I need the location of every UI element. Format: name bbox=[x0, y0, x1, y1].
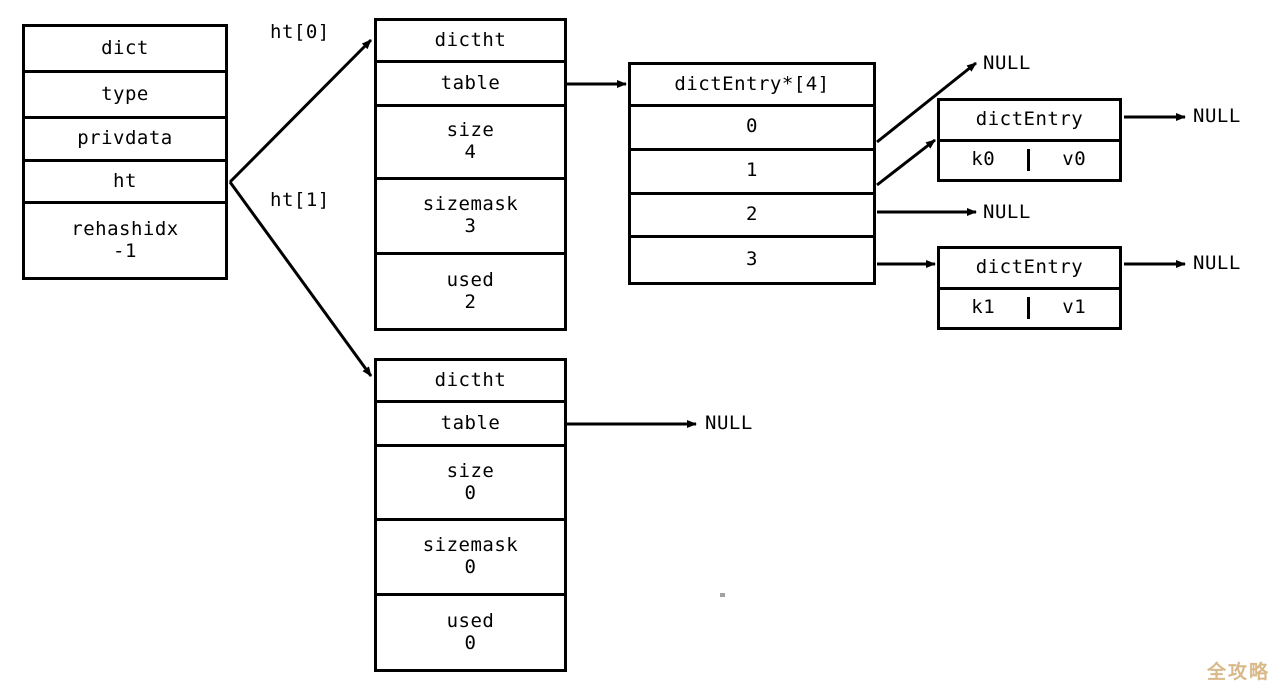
dictht0-size-label: size bbox=[446, 119, 495, 142]
dictht0-used-value: 2 bbox=[464, 290, 477, 313]
bucket-array-header: dictEntry*[4] bbox=[631, 65, 873, 107]
dictht1-table-label: table bbox=[440, 411, 501, 434]
null-label-entry0-next: NULL bbox=[1193, 105, 1241, 127]
dictht0-field-table: table bbox=[377, 63, 564, 107]
dictht1-sizemask-value: 0 bbox=[464, 556, 477, 578]
dictht1-used-value: 0 bbox=[464, 631, 477, 654]
dictentry-0-header-label: dictEntry bbox=[975, 107, 1084, 130]
dictht0-field-name: dictht bbox=[377, 21, 564, 63]
dictentry-1-value-cell: v1 bbox=[1030, 297, 1120, 319]
dictht1-box: dictht table size 0 sizemask 0 used 0 bbox=[374, 358, 567, 672]
dictht0-field-used: used 2 bbox=[377, 255, 564, 328]
bucket-index-1: 1 bbox=[746, 159, 758, 182]
type-label: type bbox=[101, 82, 149, 105]
dictht0-size-value: 4 bbox=[464, 141, 477, 163]
dict-label: dict bbox=[101, 36, 149, 59]
ht1-pointer-label: ht[1] bbox=[270, 189, 330, 211]
bucket-index-0: 0 bbox=[746, 115, 758, 138]
dictht0-table-label: table bbox=[440, 71, 501, 94]
dictentry-1-box: dictEntry k1 v1 bbox=[937, 246, 1122, 330]
bucket-row-1: 1 bbox=[631, 151, 873, 195]
arrow-bucket1-entry0 bbox=[876, 138, 936, 187]
dict-struct-box: dict type privdata ht rehashidx -1 bbox=[22, 24, 228, 280]
bucket-row-0: 0 bbox=[631, 107, 873, 151]
dictentry-0-header: dictEntry bbox=[940, 101, 1119, 142]
ht-label: ht bbox=[113, 169, 137, 192]
null-label-dictht1-table: NULL bbox=[705, 412, 753, 434]
watermark-label: 全攻略 bbox=[1206, 661, 1270, 683]
bucket-index-2: 2 bbox=[746, 202, 758, 225]
rehashidx-label: rehashidx bbox=[71, 217, 179, 240]
dictht1-size-label: size bbox=[446, 459, 495, 482]
dict-field-type: type bbox=[25, 73, 225, 119]
dictht1-field-name: dictht bbox=[377, 361, 564, 403]
dictentry-1-kv-row: k1 v1 bbox=[940, 290, 1119, 327]
bucket-array-box: dictEntry*[4] 0 1 2 3 bbox=[628, 62, 876, 285]
dictht1-field-used: used 0 bbox=[377, 596, 564, 669]
null-label-bucket0: NULL bbox=[983, 52, 1031, 74]
dictht1-field-sizemask: sizemask 0 bbox=[377, 521, 564, 596]
dictht0-used-label: used bbox=[446, 268, 495, 291]
dictht1-field-size: size 0 bbox=[377, 447, 564, 521]
dictentry-1-value: v1 bbox=[1062, 296, 1087, 319]
null-label-bucket2: NULL bbox=[983, 201, 1031, 223]
dictentry-0-kv-row: k0 v0 bbox=[940, 142, 1119, 179]
dictht0-field-size: size 4 bbox=[377, 107, 564, 180]
dictht1-sizemask-label: sizemask bbox=[422, 534, 519, 557]
null-label-entry1-next: NULL bbox=[1193, 252, 1241, 274]
dictht1-field-table: table bbox=[377, 403, 564, 447]
dictentry-1-header: dictEntry bbox=[940, 249, 1119, 290]
dictentry-0-value: v0 bbox=[1062, 148, 1087, 171]
dictentry-0-box: dictEntry k0 v0 bbox=[937, 98, 1122, 182]
dictht1-used-label: used bbox=[446, 609, 495, 632]
privdata-label: privdata bbox=[77, 127, 173, 150]
bucket-row-3: 3 bbox=[631, 238, 873, 282]
dictht0-sizemask-value: 3 bbox=[464, 215, 477, 237]
dictentry-1-key: k1 bbox=[971, 296, 996, 319]
bucket-index-3: 3 bbox=[746, 248, 758, 271]
dictentry-0-key: k0 bbox=[971, 148, 996, 171]
arrow-ht1 bbox=[228, 181, 373, 377]
dict-field-rehashidx: rehashidx -1 bbox=[25, 204, 225, 277]
bucket-array-header-label: dictEntry*[4] bbox=[674, 72, 830, 95]
dictentry-0-value-cell: v0 bbox=[1030, 149, 1120, 171]
dictentry-1-header-label: dictEntry bbox=[975, 255, 1084, 278]
ht0-pointer-label: ht[0] bbox=[270, 21, 330, 43]
dictht0-label: dictht bbox=[434, 28, 507, 51]
dictentry-0-key-cell: k0 bbox=[940, 148, 1030, 172]
dictht0-box: dictht table size 4 sizemask 3 used 2 bbox=[374, 18, 567, 331]
dictht0-sizemask-label: sizemask bbox=[422, 193, 519, 216]
dictht1-size-value: 0 bbox=[464, 481, 477, 504]
dict-field-privdata: privdata bbox=[25, 119, 225, 162]
rehashidx-value: -1 bbox=[113, 239, 137, 262]
bucket-row-2: 2 bbox=[631, 195, 873, 239]
dictht0-field-sizemask: sizemask 3 bbox=[377, 180, 564, 255]
dictht1-label: dictht bbox=[434, 368, 507, 391]
scan-artifact-speck bbox=[720, 593, 725, 597]
dict-field-name: dict bbox=[25, 27, 225, 73]
dictentry-1-key-cell: k1 bbox=[940, 296, 1030, 320]
dict-field-ht: ht bbox=[25, 162, 225, 204]
arrow-ht0 bbox=[228, 38, 373, 184]
